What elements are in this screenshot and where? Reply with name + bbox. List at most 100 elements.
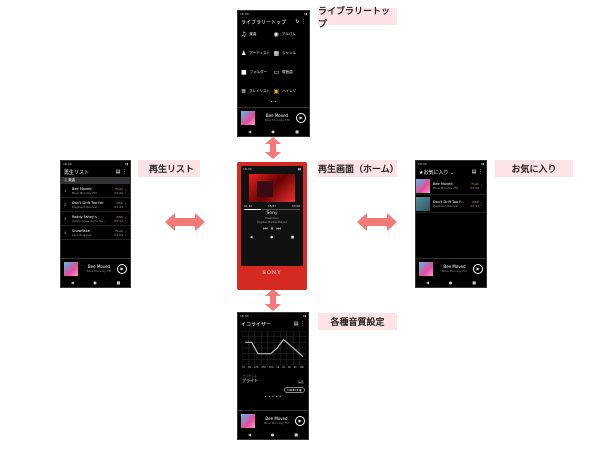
home-icon[interactable]: ● [270, 432, 275, 437]
refresh-icon[interactable]: ↻ ⋮ [295, 19, 306, 25]
menu-icon[interactable]: ▤ ⋮ [471, 169, 483, 175]
mini-artist: Blue Monday FM [86, 269, 112, 273]
nav-bar: ◀ ● ■ [238, 430, 308, 439]
library-item-hires[interactable]: ▣ハイレゾ [274, 88, 307, 95]
back-icon[interactable]: ◀ [70, 280, 74, 285]
track-format: FLAC [115, 228, 123, 233]
nav-bar: ◀ ● ■ [238, 127, 309, 136]
recents-icon[interactable]: ■ [116, 280, 121, 285]
section-label: 楽曲 [68, 178, 76, 182]
track-time: 02:44 [470, 203, 479, 208]
sony-logo: SONY [262, 270, 282, 276]
more-icon[interactable]: ⋮ [479, 201, 484, 206]
play-button[interactable]: ▶ [117, 263, 127, 274]
track-title: Don't Drift Too Far [72, 200, 104, 205]
music-note-icon: ♫ [241, 31, 247, 38]
album-art [241, 110, 255, 125]
edit-button[interactable]: 編集 [297, 380, 304, 384]
library-item-genre[interactable]: ▦ジャンル [274, 50, 307, 57]
track-number: 2 [64, 202, 67, 207]
track-artist: Digital Media Player [257, 220, 287, 224]
item-label: アルバム [281, 32, 296, 36]
menu-icon[interactable]: ▤ ⋮ [115, 169, 127, 175]
library-item-recording[interactable]: ▭録音曲 [274, 69, 307, 76]
track-format: DSD [116, 214, 123, 219]
home-icon[interactable]: ● [271, 129, 275, 134]
library-item-playlist[interactable]: ≣プレイリスト [241, 88, 274, 95]
equalizer-title: イコライザー [241, 321, 272, 328]
playlist-title: 再生リスト [64, 169, 90, 176]
eq-band-label: 62 [247, 366, 251, 369]
library-screen: 18:30▾▮ ライブラリートップ↻ ⋮ ♫楽曲 ◉アルバム ♟アーティスト ▦… [237, 10, 310, 137]
library-item-folder[interactable]: ■フォルダー [241, 69, 274, 76]
more-icon[interactable]: ⋮ [123, 230, 128, 235]
more-icon[interactable]: ⋮ [479, 183, 484, 188]
more-icon[interactable]: ⋮ [123, 202, 128, 207]
previous-button[interactable]: ⏮ [263, 226, 268, 232]
album-art [249, 174, 295, 202]
progress-bar[interactable] [244, 209, 300, 210]
play-button[interactable]: ▶ [296, 112, 306, 123]
recents-icon[interactable]: ■ [290, 235, 295, 239]
track-number: 3 [64, 216, 67, 221]
home-icon[interactable]: ● [448, 280, 453, 285]
eq-band-label: 250 [261, 366, 266, 369]
menu-icon[interactable]: ▤ ⋮ [293, 321, 305, 327]
track-format: DSD [116, 200, 123, 205]
track-title: Bee Moved [72, 186, 92, 191]
track-format: FLAC [115, 186, 123, 191]
track-number: 1 [64, 188, 67, 193]
back-icon[interactable]: ◀ [247, 432, 252, 437]
more-icon[interactable]: ⋮ [123, 216, 128, 221]
back-icon[interactable]: ◀ [248, 129, 252, 134]
next-button[interactable]: ⏭ [276, 226, 281, 232]
recents-icon[interactable]: ■ [294, 432, 299, 437]
track-time: 02:26 [470, 185, 479, 190]
library-item-songs[interactable]: ♫楽曲 [241, 31, 274, 38]
track-time: 02:44 [114, 204, 123, 209]
library-item-album[interactable]: ◉アルバム [274, 31, 307, 38]
album-art [419, 261, 433, 276]
recents-icon[interactable]: ■ [295, 129, 299, 134]
recents-icon[interactable]: ■ [472, 280, 477, 285]
preset-value[interactable]: ブライト [242, 378, 258, 383]
eq-band-label: 1k [276, 366, 280, 369]
item-label: フォルダー [249, 70, 268, 74]
eq-band-label: 16k [299, 366, 304, 369]
status-time: 18:30 [418, 162, 427, 166]
track-artist: Lara Ruggles [72, 232, 92, 237]
item-label: プレイリスト [249, 89, 271, 93]
track-time: 04:04 [114, 232, 123, 237]
eq-band-label: 31 [242, 366, 246, 369]
home-icon[interactable]: ● [93, 280, 97, 285]
play-button[interactable]: ▶ [473, 263, 483, 274]
home-icon[interactable]: ● [270, 235, 274, 239]
pause-button[interactable]: ⏸ [270, 226, 274, 232]
arrow-vertical-top [265, 137, 281, 159]
item-label: ジャンル [282, 51, 296, 55]
equalizer-graph[interactable] [241, 330, 307, 366]
elapsed-time: 01:30 [244, 204, 253, 208]
status-time: 18:30 [243, 167, 252, 171]
track-artist: Adam Agee & Jon Se... [72, 218, 106, 223]
play-button[interactable]: ▶ [295, 415, 305, 426]
direct-toggle[interactable]: DIRECT ◐ [284, 387, 305, 393]
library-item-artist[interactable]: ♟アーティスト [241, 50, 274, 57]
back-icon[interactable]: ◀ [425, 280, 430, 285]
back-icon[interactable]: ◀ [249, 235, 253, 239]
favorites-dropdown[interactable]: ★お気に入り ⌄ [419, 169, 455, 176]
more-icon[interactable]: ⋮ [123, 188, 128, 193]
nav-bar: ◀ ● ■ [61, 278, 130, 287]
artist-icon: ♟ [241, 50, 247, 57]
